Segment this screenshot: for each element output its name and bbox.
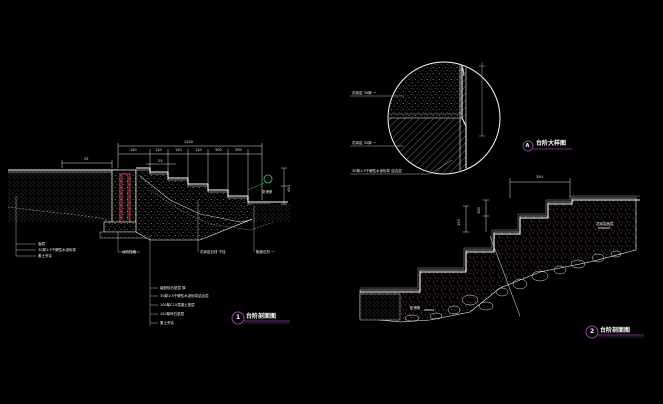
fig1-dim-6: 300 [215, 148, 222, 152]
fig1-dim-9: 450 [287, 185, 291, 192]
leaders-left [15, 196, 36, 257]
soil-boundary [7, 206, 113, 223]
fig1-label-6: 150厚碎石垫层 [160, 312, 185, 316]
detail-a-label-0: 花岗岩 30厚 一 [352, 91, 377, 95]
fig2-title: 台阶剖面图 [600, 327, 631, 334]
fig1-label-3: 级配砂石垫层 厚 [160, 286, 186, 290]
fig1-dim-8: 300 [235, 148, 242, 152]
dim-right-vertical [281, 167, 287, 205]
fig1-label-5: 100厚C15混凝土垫层 [160, 303, 195, 307]
fig1-label-10: 台阶挡墙 [122, 250, 136, 254]
fig2-dim-0: 350 [536, 175, 543, 179]
fig1-label-1: 30厚1:3干硬性水泥砂浆 [38, 248, 77, 252]
figure1-section [7, 143, 290, 326]
fig1-label-7: 素土夯实 [160, 321, 174, 325]
detail-a-letter: A [525, 143, 530, 149]
fig2-steps-profile [360, 199, 640, 293]
dim-left [61, 160, 113, 168]
fig2-number: 2 [590, 328, 595, 335]
fig1-label-9: 粗面石材 一 [256, 250, 275, 254]
fig1-title: 台阶剖面图 [246, 313, 277, 320]
fig1-label-11: 防滑条 [262, 190, 273, 194]
fig2-steps-finish [360, 195, 640, 289]
fig2-dim-top [509, 178, 571, 198]
fig1-dim-1: 25 [158, 159, 163, 163]
leaders-bottom [117, 200, 255, 326]
soil-fill-left [8, 172, 112, 222]
detail-callout-a [263, 174, 273, 184]
fig1-label-0: 面层 [38, 242, 45, 246]
fig2-base-fill [359, 197, 637, 323]
fig1-dim-2: 150 [130, 148, 137, 152]
fig1-dim-5: 120 [195, 148, 202, 152]
fig2-label-0: 花岗岩面层 [596, 222, 614, 226]
fig1-label-8: 花岗岩石材 干挂 [200, 250, 226, 254]
figure2-section [359, 178, 644, 339]
detail-a [350, 61, 572, 175]
fig1-label-2: 素土夯实 [38, 254, 52, 258]
detail-a-leaders [350, 62, 485, 175]
retaining-wall [111, 169, 137, 231]
fig2-wall-stub [359, 293, 401, 321]
fig2-label-1: 防滑条 [410, 306, 421, 310]
fig2-leader-slant [489, 235, 521, 317]
fig1-dim-0: 25 [84, 157, 89, 161]
fig1-dim-7: 1200 [184, 140, 193, 144]
slope-line-2 [149, 189, 281, 231]
steps-body [135, 169, 271, 241]
fig1-number: 1 [236, 314, 241, 321]
fig1-label-4: 30厚1:3干硬性水泥砂浆结合层 [160, 294, 209, 298]
detail-a-label-2: 30厚1:3干硬性水泥砂浆 结合层 [352, 169, 402, 173]
fig1-dim-4: 150 [175, 148, 182, 152]
fig2-dim-left [463, 199, 489, 233]
detail-a-number-ring [522, 140, 534, 152]
slope-line [139, 175, 273, 223]
steps-profile [136, 167, 272, 203]
detail-a-title: 台阶大样图 [536, 140, 567, 147]
dim-chain-top [117, 143, 263, 200]
fig2-dim-2: 300 [477, 207, 481, 214]
figure2-number-ring [585, 325, 599, 339]
figure1-number-ring [231, 311, 245, 325]
fig2-dim-1: 150 [457, 219, 461, 226]
soil-fill-right [252, 204, 290, 222]
fig2-nosing-marks [424, 227, 610, 311]
detail-a-label-1: 花岗岩 30厚 一 [352, 141, 377, 145]
fig1-dim-3: 120 [155, 148, 162, 152]
